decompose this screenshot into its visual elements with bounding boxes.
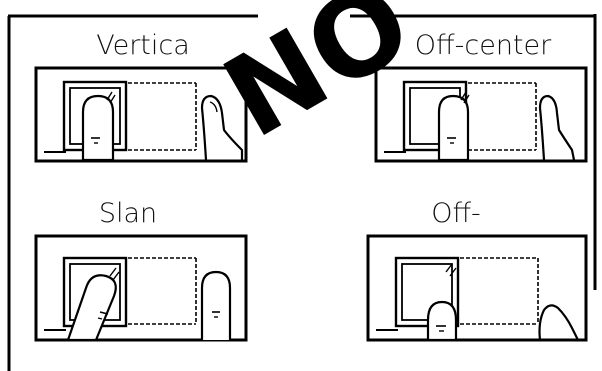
panel-vertical: [34, 66, 248, 163]
frame-border: [7, 14, 597, 371]
label-slant: Slan: [99, 198, 157, 229]
finger-icon: [426, 300, 458, 342]
label-off-low: Off-: [431, 198, 481, 229]
finger-icon: [66, 267, 120, 342]
finger-icon: [81, 91, 116, 162]
panel-slant: [34, 234, 248, 342]
hand-outline-icon: [200, 94, 244, 161]
finger-icon: [437, 91, 470, 162]
hand-outline-icon: [538, 94, 576, 161]
panel-off-center: [374, 66, 588, 163]
panel-off-low: [366, 234, 588, 342]
finger-straight-icon: [200, 270, 232, 340]
label-off-center: Off-center: [415, 30, 552, 61]
label-vertical: Vertica: [96, 30, 190, 61]
hand-outline-icon: [538, 304, 579, 341]
